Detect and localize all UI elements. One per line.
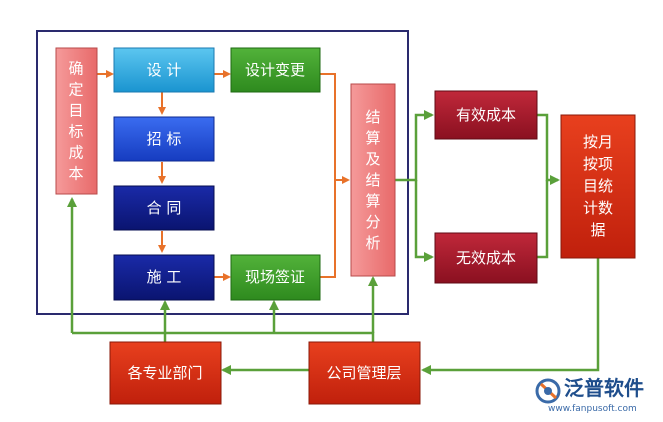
node-ineffective-cost-text: 无效成本: [456, 249, 516, 267]
arrow-ineffective-to-stats: [537, 180, 549, 259]
node-monthly-stats-text: 按月按项目统计数据: [583, 133, 613, 239]
node-target-cost-text: 确定目标成本: [68, 60, 83, 183]
node-construction-text: 施 工: [147, 268, 182, 286]
node-tender-text: 招 标: [147, 130, 182, 148]
arrow-stats-to-management: [421, 258, 600, 375]
feedback-line-management: [72, 331, 375, 342]
node-company-management-text: 公司管理层: [326, 364, 401, 382]
node-design-change-text: 设计变更: [245, 61, 305, 79]
node-site-visa-text: 现场签证: [245, 268, 305, 286]
node-design-change: 设计变更: [230, 47, 321, 93]
node-target-cost: 确定目标成本: [55, 47, 98, 195]
green-arrows: [67, 110, 600, 375]
node-tender: 招 标: [113, 116, 215, 162]
arrow-visa-to-settlement: [320, 180, 336, 278]
node-monthly-stats: 按月按项目统计数据: [560, 114, 636, 259]
arrow-settlement-to-effective: [395, 110, 434, 182]
node-ineffective-cost: 无效成本: [434, 232, 538, 284]
node-site-visa: 现场签证: [230, 254, 321, 301]
fanpu-logo-icon: [535, 378, 561, 404]
node-departments: 各专业部门: [109, 341, 222, 405]
arrow-settlement-to-ineffective: [414, 180, 434, 262]
node-departments-text: 各专业部门: [127, 364, 202, 382]
node-effective-cost-text: 有效成本: [456, 106, 516, 124]
arrow-change-to-settlement: [320, 73, 350, 184]
orange-arrows: [97, 70, 350, 281]
node-company-management: 公司管理层: [308, 341, 421, 405]
node-contract: 合 同: [113, 185, 215, 231]
node-settlement-text: 结算及结算分析: [365, 108, 380, 252]
arrow-effective-to-stats: [537, 113, 560, 185]
node-effective-cost: 有效成本: [434, 90, 538, 140]
watermark-brand: 泛普软件: [564, 376, 644, 400]
watermark-url: www.fanpusoft.com: [548, 404, 637, 414]
node-construction: 施 工: [113, 254, 215, 301]
node-settlement: 结算及结算分析: [350, 83, 396, 277]
node-design-text: 设 计: [147, 61, 182, 79]
node-contract-text: 合 同: [147, 199, 182, 217]
node-design: 设 计: [113, 47, 215, 93]
project-phase-frame: [36, 30, 409, 315]
watermark-logo: 泛普软件 www.fanpusoft.com: [535, 376, 644, 414]
